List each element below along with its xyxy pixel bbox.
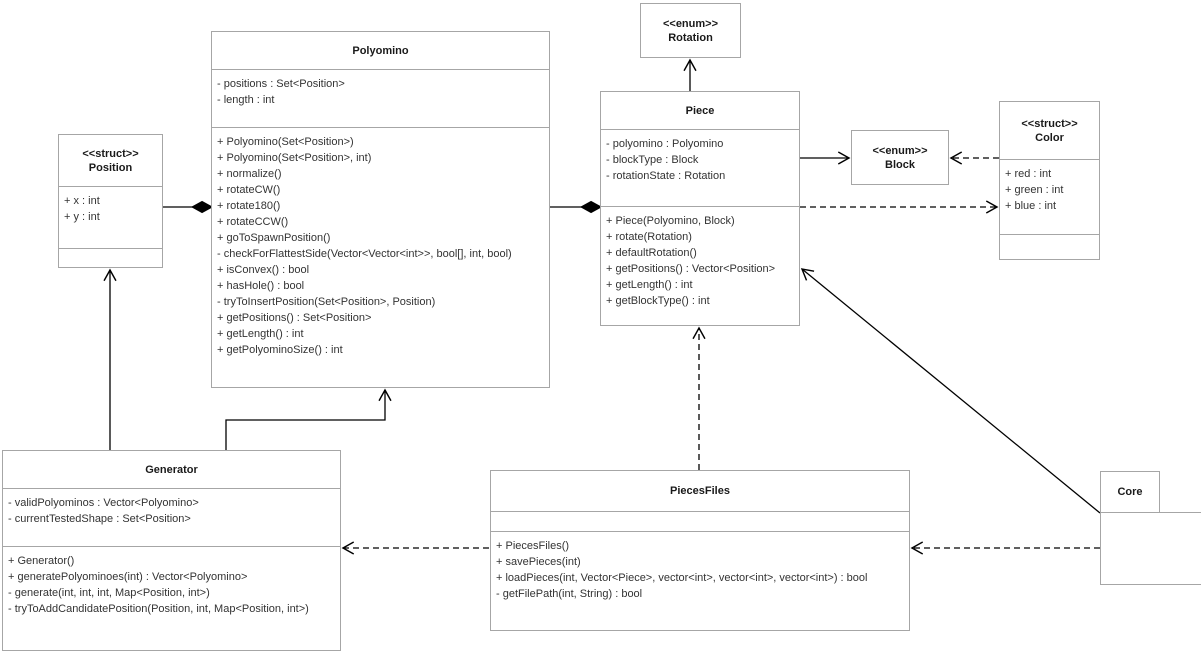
method-row: + generatePolyominoes(int) : Vector<Poly… — [8, 571, 248, 583]
class-methods-piece: + Piece(Polyomino, Block) + rotate(Rotat… — [601, 207, 799, 315]
class-name-label: Block — [885, 158, 915, 171]
class-attributes-position: + x : int + y : int — [59, 187, 162, 249]
method-row: + rotate180() — [217, 200, 281, 212]
attribute-row: + y : int — [64, 211, 100, 223]
attribute-row: + blue : int — [1005, 200, 1057, 212]
class-name-label: Color — [1035, 131, 1064, 144]
class-methods-color — [1000, 235, 1099, 392]
method-row: - checkForFlattestSide(Vector<Vector<int… — [217, 248, 512, 260]
method-row: - tryToInsertPosition(Set<Position>, Pos… — [217, 296, 436, 308]
class-name-label: Polyomino — [352, 44, 409, 57]
class-name-label: Piece — [685, 104, 715, 117]
class-title-piecesfiles: PiecesFiles — [491, 471, 909, 512]
stereotype-label: <<enum>> — [872, 144, 928, 157]
method-row: + rotate(Rotation) — [606, 231, 692, 243]
method-row: + getPositions() : Set<Position> — [217, 312, 372, 324]
class-title-rotation: <<enum>> Rotation — [641, 4, 740, 57]
class-name-label: PiecesFiles — [670, 485, 730, 497]
class-name-label: Generator — [145, 463, 198, 476]
class-body-core[interactable] — [1100, 512, 1201, 585]
attribute-row: - positions : Set<Position> — [217, 78, 345, 90]
class-methods-piecesfiles: + PiecesFiles() + savePieces(int) + load… — [491, 532, 909, 608]
method-row: + isConvex() : bool — [217, 264, 310, 276]
method-row: + normalize() — [217, 168, 282, 180]
attribute-row: - rotationState : Rotation — [606, 170, 726, 182]
attribute-row: - blockType : Block — [606, 154, 699, 166]
method-row: + PiecesFiles() — [496, 540, 570, 552]
method-row: - getFilePath(int, String) : bool — [496, 588, 643, 600]
class-methods-generator: + Generator() + generatePolyominoes(int)… — [3, 547, 340, 623]
class-title-block: <<enum>> Block — [852, 131, 948, 184]
class-box-color[interactable]: <<struct>> Color + red : int + green : i… — [999, 101, 1100, 260]
class-title-position: <<struct>> Position — [59, 135, 162, 187]
class-title-color: <<struct>> Color — [1000, 102, 1099, 160]
method-row: + defaultRotation() — [606, 247, 697, 259]
method-row: + getBlockType() : int — [606, 295, 710, 307]
method-row: + savePieces(int) — [496, 556, 581, 568]
method-row: + Generator() — [8, 555, 75, 567]
method-row: + getLength() : int — [606, 279, 693, 291]
class-box-rotation[interactable]: <<enum>> Rotation — [640, 3, 741, 58]
stereotype-label: <<enum>> — [662, 17, 719, 30]
attribute-row: + green : int — [1005, 184, 1064, 196]
attribute-row: + x : int — [64, 195, 100, 207]
method-row: + goToSpawnPosition() — [217, 232, 331, 244]
class-title-polyomino: Polyomino — [212, 32, 549, 70]
class-title-piece: Piece — [601, 92, 799, 130]
attribute-row: - length : int — [217, 94, 275, 106]
class-box-position[interactable]: <<struct>> Position + x : int + y : int — [58, 134, 163, 268]
class-name-label: Rotation — [668, 31, 713, 44]
method-row: + hasHole() : bool — [217, 280, 305, 292]
method-row: + getPositions() : Vector<Position> — [606, 263, 776, 275]
class-attributes-generator: - validPolyominos : Vector<Polyomino> - … — [3, 489, 340, 547]
class-box-piece[interactable]: Piece - polyomino : Polyomino - blockTyp… — [600, 91, 800, 326]
class-title-core: Core — [1101, 472, 1159, 512]
attribute-row: - currentTestedShape : Set<Position> — [8, 513, 191, 525]
class-box-generator[interactable]: Generator - validPolyominos : Vector<Pol… — [2, 450, 341, 651]
attribute-row: - polyomino : Polyomino — [606, 138, 724, 150]
stereotype-label: <<struct>> — [1021, 117, 1078, 130]
method-row: + getPolyominoSize() : int — [217, 344, 343, 356]
method-row: - generate(int, int, int, Map<Position, … — [8, 587, 210, 599]
method-row: + Polyomino(Set<Position>) — [217, 136, 354, 148]
class-box-polyomino[interactable]: Polyomino - positions : Set<Position> - … — [211, 31, 550, 388]
relationship-generator-polyomino — [225, 388, 392, 450]
stereotype-label: <<struct>> — [82, 147, 139, 160]
method-row: + getLength() : int — [217, 328, 304, 340]
class-methods-polyomino: + Polyomino(Set<Position>) + Polyomino(S… — [212, 128, 549, 364]
method-row: + Polyomino(Set<Position>, int) — [217, 152, 372, 164]
class-attributes-piecesfiles — [491, 512, 909, 532]
attribute-row: - validPolyominos : Vector<Polyomino> — [8, 497, 199, 509]
class-attributes-piece: - polyomino : Polyomino - blockType : Bl… — [601, 130, 799, 207]
class-attributes-polyomino: - positions : Set<Position> - length : i… — [212, 70, 549, 128]
attribute-row: + red : int — [1005, 168, 1052, 180]
method-row: + rotateCCW() — [217, 216, 289, 228]
method-row: + loadPieces(int, Vector<Piece>, vector<… — [496, 572, 868, 584]
class-box-piecesfiles[interactable]: PiecesFiles + PiecesFiles() + savePieces… — [490, 470, 910, 631]
relationship-core-piece — [800, 268, 1101, 514]
class-name-label: Position — [88, 161, 133, 174]
method-row: + rotateCW() — [217, 184, 281, 196]
class-title-generator: Generator — [3, 451, 340, 489]
class-box-block[interactable]: <<enum>> Block — [851, 130, 949, 185]
class-box-core[interactable]: Core — [1100, 471, 1160, 513]
method-row: + Piece(Polyomino, Block) — [606, 215, 735, 227]
class-name-label: Core — [1117, 486, 1143, 498]
class-attributes-color: + red : int + green : int + blue : int — [1000, 160, 1099, 235]
method-row: - tryToAddCandidatePosition(Position, in… — [8, 603, 309, 615]
class-methods-position — [59, 249, 162, 381]
